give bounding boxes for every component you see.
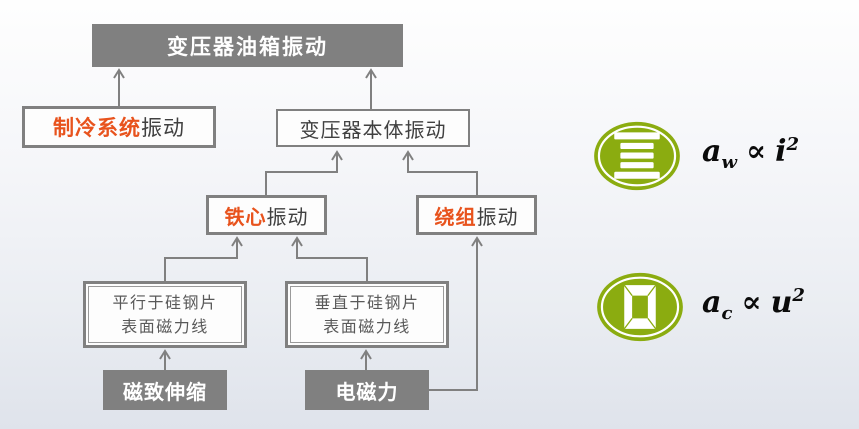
formula2-lhs-var: a [702,285,722,320]
node-transformer-body-vibration: 变压器本体振动 [276,109,470,147]
node-core-vibration: 铁心振动 [206,195,327,235]
formula1-lhs-var: a [702,134,722,169]
formula2-rhs-var: u [770,285,793,320]
proportional-to-symbol: ∝ [745,134,767,169]
perpendicular-line1: 垂直于硅钢片 [314,293,420,313]
node-winding-vibration: 绕组振动 [416,195,537,235]
cooling-highlight-text: 制冷系统 [53,116,141,140]
core-rest-text: 振动 [266,204,309,229]
node-perpendicular-flux: 垂直于硅钢片 表面磁力线 [285,281,449,348]
winding-highlight-text: 绕组 [434,204,477,229]
winding-coil-icon [594,121,680,191]
core-lamination-icon [597,272,683,342]
formula-core-acceleration: ac ∝u2 [702,285,805,324]
node-parallel-flux: 平行于硅钢片 表面磁力线 [83,281,247,348]
formula2-rhs-sup: 2 [792,285,805,306]
formula1-lhs-sub: w [721,152,737,173]
connector-lines [118,71,478,391]
parallel-line2: 表面磁力线 [121,316,209,336]
arrowheads [113,68,483,360]
winding-rest-text: 振动 [476,204,519,229]
node-tank-vibration: 变压器油箱振动 [92,24,403,67]
node-magnetostriction: 磁致伸缩 [103,370,227,410]
formula-winding-acceleration: aw ∝i2 [702,134,799,173]
core-highlight-text: 铁心 [224,204,267,229]
node-electromagnetic-force: 电磁力 [305,370,429,410]
cooling-rest-text: 振动 [141,116,185,140]
formula1-rhs-sup: 2 [786,134,800,155]
formula2-lhs-sub: c [721,303,733,324]
node-cooling-system-vibration: 制冷系统振动 [22,106,216,148]
perpendicular-line2: 表面磁力线 [323,316,411,336]
formula1-rhs-var: i [775,134,787,169]
parallel-line1: 平行于硅钢片 [112,293,218,313]
proportional-to-symbol: ∝ [741,285,762,320]
